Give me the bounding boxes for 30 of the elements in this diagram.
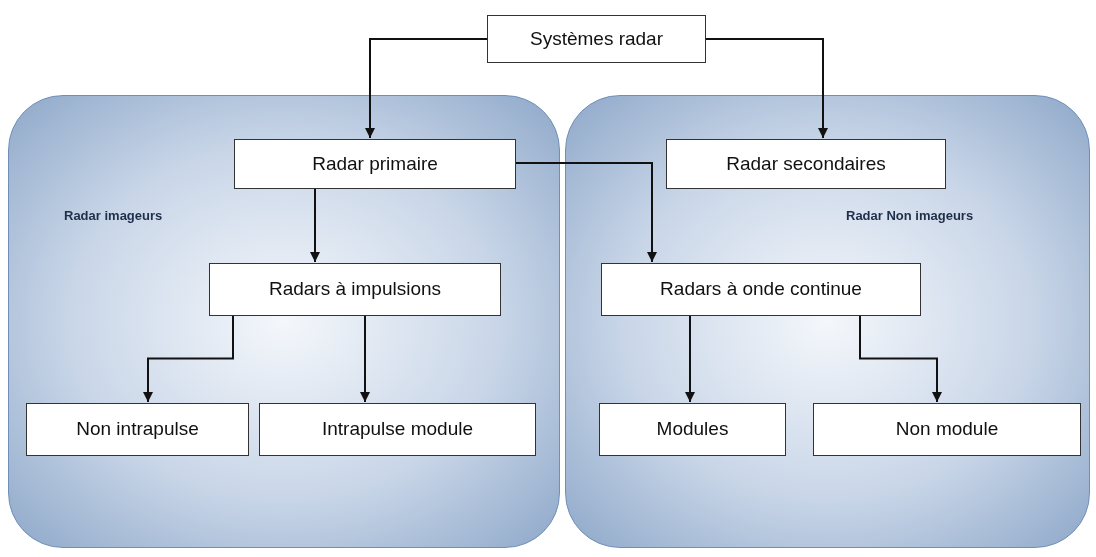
category-box	[813, 403, 1081, 456]
category-box	[666, 139, 946, 189]
arrow	[143, 314, 234, 403]
arrow	[360, 314, 370, 403]
arrow	[514, 162, 657, 263]
arrow	[310, 187, 320, 263]
arrow	[705, 38, 828, 139]
box-label: Radars à onde continue	[660, 277, 862, 302]
category-box	[487, 15, 706, 63]
group-panel	[8, 95, 560, 548]
category-box	[209, 263, 501, 316]
category-box	[601, 263, 921, 316]
group-panel	[565, 95, 1090, 548]
arrow	[685, 314, 695, 403]
box-label: Radars à impulsions	[268, 277, 442, 302]
box-label: Modules	[656, 417, 729, 442]
box-label: Intrapulse module	[321, 417, 473, 442]
category-box	[26, 403, 249, 456]
arrow	[859, 314, 942, 403]
category-box	[259, 403, 536, 456]
box-label: Non module	[895, 417, 999, 442]
group-heading: Radar Non imageurs	[846, 207, 974, 225]
arrow	[365, 38, 488, 139]
group-heading: Radar imageurs	[64, 207, 163, 225]
category-box	[234, 139, 516, 189]
box-label: Systèmes radar	[529, 26, 663, 51]
category-box	[599, 403, 786, 456]
box-label: Non intrapulse	[76, 417, 199, 442]
box-label: Radar secondaires	[726, 151, 886, 176]
box-label: Radar primaire	[312, 151, 438, 176]
